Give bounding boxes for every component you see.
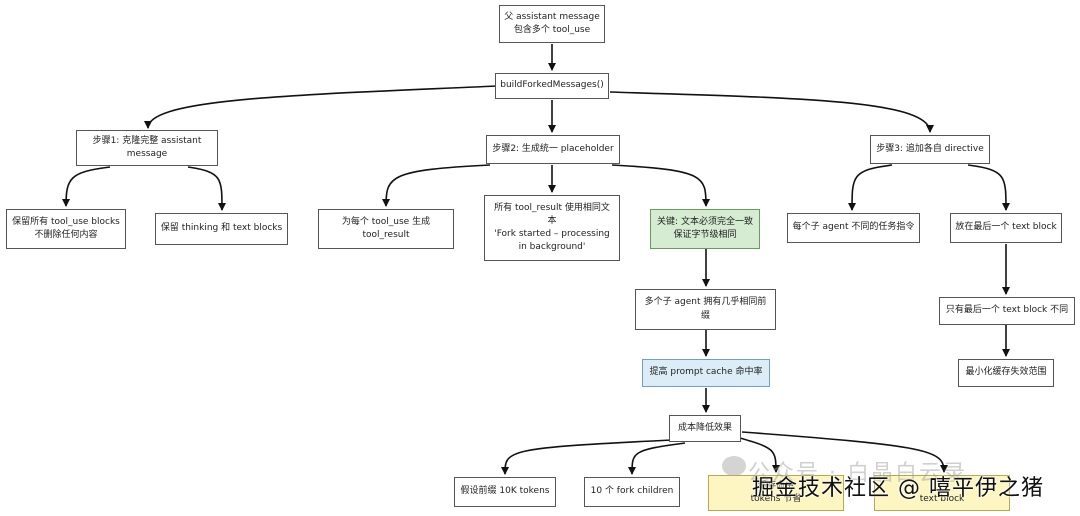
- fork-children-node: 10 个 fork children: [584, 477, 680, 507]
- text-block-result-node: text block: [874, 475, 1010, 511]
- step1-node: 步骤1: 克隆完整 assistant message: [76, 130, 218, 166]
- edge-build-step1: [144, 85, 498, 129]
- cache-saved-node: 缓存命中 tokens 节省: [708, 475, 844, 511]
- assume-prefix-node: 假设前缀 10K tokens: [454, 477, 556, 507]
- keep-tool-use-node: 保留所有 tool_use blocks 不删除任何内容: [6, 209, 126, 249]
- keep-thinking-node: 保留 thinking 和 text blocks: [155, 213, 288, 245]
- same-text-node: 所有 tool_result 使用相同文 本 'Fork started – p…: [484, 195, 620, 261]
- edge-cost-fork: [628, 442, 686, 475]
- same-prefix-node: 多个子 agent 拥有几乎相同前 缀: [635, 289, 776, 330]
- cache-hit-node: 提高 prompt cache 命中率: [642, 359, 770, 387]
- edge-cost-cache: [739, 437, 780, 473]
- gen-tool-result-node: 为每个 tool_use 生成 tool_result: [318, 209, 454, 249]
- diff-task-node: 每个子 agent 不同的任务指令: [787, 213, 920, 243]
- key-identical-node: 关键: 文本必须完全一致 保证字节级相同: [650, 209, 760, 249]
- step2-node: 步骤2: 生成统一 placeholder: [486, 135, 620, 164]
- min-cache-invalidation-node: 最小化缓存失效范围: [958, 359, 1054, 387]
- edge-step3-difftask: [848, 164, 893, 211]
- root-node: 父 assistant message 包含多个 tool_use: [499, 5, 605, 43]
- build-forked-messages-node: buildForkedMessages(): [495, 73, 609, 99]
- edge-step1-keepthink: [187, 166, 226, 211]
- edge-step2-genresult: [382, 164, 491, 207]
- edge-cost-assume: [501, 439, 673, 475]
- edge-step3-lastblock: [967, 164, 1010, 211]
- edge-cost-text: [741, 431, 948, 473]
- last-text-block-node: 放在最后一个 text block: [950, 213, 1062, 243]
- edge-build-step3: [609, 91, 934, 133]
- only-last-diff-node: 只有最后一个 text block 不同: [939, 297, 1075, 325]
- step3-node: 步骤3: 追加各自 directive: [870, 135, 990, 164]
- edge-step2-key: [611, 164, 710, 207]
- cost-reduction-node: 成本降低效果: [669, 415, 741, 442]
- watermark-chat-icon: [722, 456, 746, 476]
- edge-step1-keeptool: [62, 166, 111, 207]
